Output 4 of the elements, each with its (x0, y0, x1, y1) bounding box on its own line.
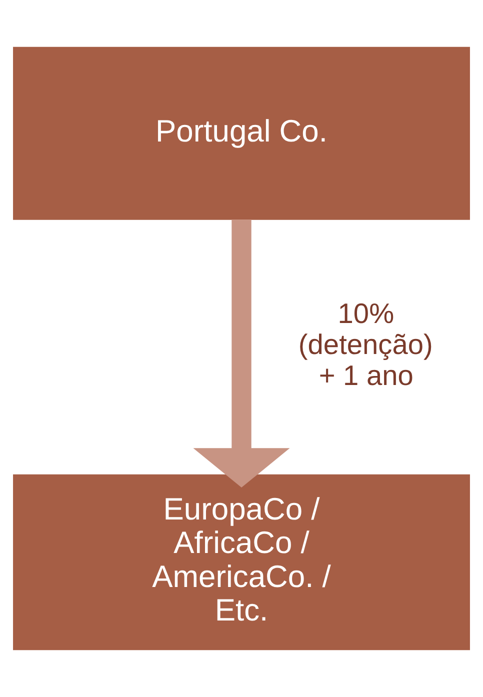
node-box: Portugal Co. (13, 46, 470, 220)
arrow (193, 219, 290, 488)
edge-label: 10% (detenção) + 1 ano (298, 298, 433, 392)
node-box: EuropaCo / AfricaCo / AmericaCo. / Etc. (13, 474, 470, 650)
